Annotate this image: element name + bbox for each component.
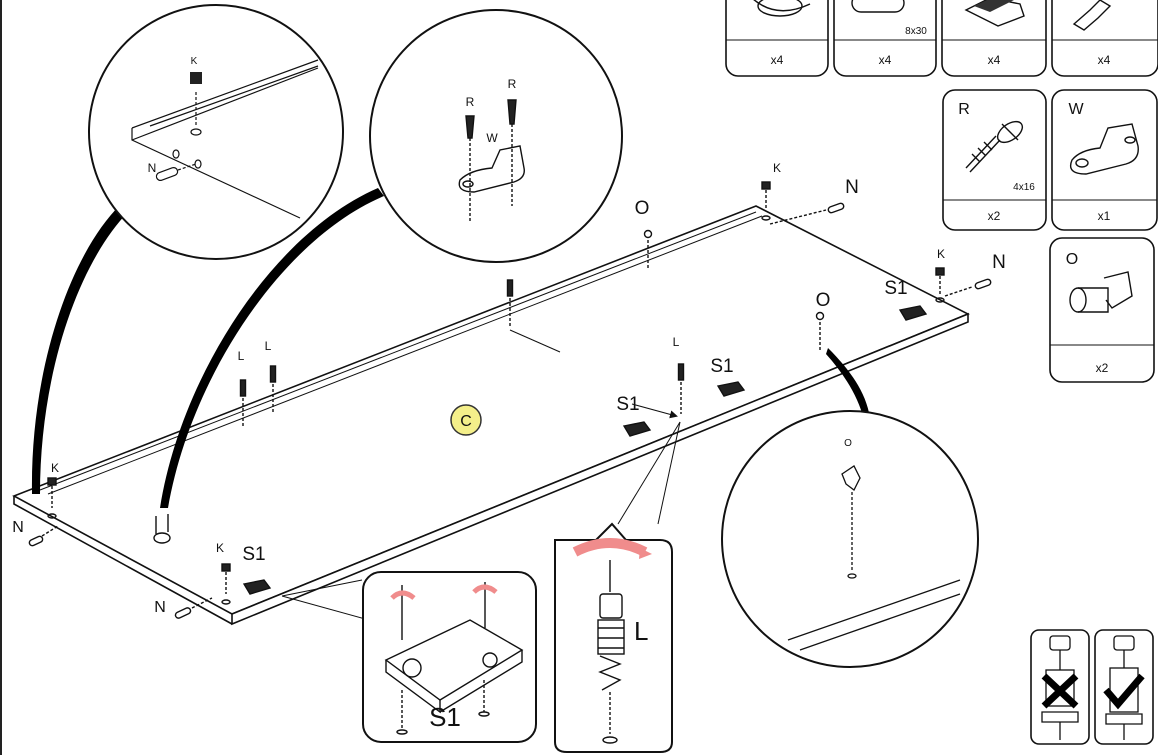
detail-box-bolt: L (554, 522, 673, 753)
part-card-top-4: x4 (1051, 0, 1158, 77)
hinge-s1-right (716, 381, 746, 397)
detail-w-label: W (486, 131, 498, 145)
panel-label-c: C (450, 404, 482, 436)
callout-labels: K N K S1 N L L L S1 S1 O O K N K N S1 (12, 161, 1006, 616)
label-k-back: K (773, 161, 781, 175)
support-o-2 (815, 311, 825, 350)
part-count: x4 (988, 53, 1001, 67)
bolt-l-3 (677, 363, 685, 414)
parts-list: x4 8x30 x4 x4 x4 R (725, 0, 1158, 383)
detail-r-label-2: R (508, 77, 517, 91)
bracket-w-board (153, 514, 171, 544)
part-count: x2 (1096, 361, 1109, 375)
part-count: x4 (771, 53, 784, 67)
bolt-check-wrong (1030, 629, 1090, 745)
bolt-l-1 (239, 379, 247, 426)
bolt-check-right (1094, 629, 1154, 745)
leader-curve-left (31, 205, 130, 494)
detail-o-label: O (844, 438, 852, 449)
label-s1-mid: S1 (616, 394, 639, 415)
label-s1-front: S1 (242, 544, 265, 565)
cam-k-front (221, 563, 231, 605)
bolt-l-4 (506, 279, 514, 328)
label-k-right: K (937, 247, 945, 261)
label-l-2: L (265, 339, 272, 353)
bolt-l-2 (269, 365, 277, 412)
label-l-3: L (673, 335, 680, 349)
cam-k-back (761, 181, 771, 221)
hinge-s1-mid (622, 421, 652, 437)
part-letter: R (958, 101, 970, 118)
fittings (28, 181, 992, 629)
part-size: 8x30 (905, 26, 927, 37)
part-count: x4 (879, 53, 892, 67)
dowel-n-front (174, 597, 213, 619)
label-n-back: N (845, 177, 859, 198)
label-k-left: K (51, 461, 59, 475)
part-letter: W (1068, 101, 1084, 118)
detail-circle-bracket: R R W (369, 9, 623, 263)
part-card-top-1: x4 (725, 0, 829, 77)
panel-label-text: C (460, 413, 472, 430)
part-size: 4x16 (1013, 182, 1035, 193)
check-mark-icon (1103, 673, 1145, 710)
part-letter: O (1066, 251, 1078, 268)
cam-k-left (47, 477, 57, 519)
dowel-n-right (944, 278, 992, 297)
hinge-s1-back (898, 305, 928, 321)
label-l-1: L (238, 349, 245, 363)
support-o-1 (643, 229, 653, 268)
part-card-top-2: 8x30 x4 (833, 0, 937, 77)
label-n-right: N (992, 252, 1006, 273)
detail-circle-support: O (721, 410, 979, 668)
bolt-check-panels (1030, 629, 1154, 745)
panel-board (12, 205, 970, 626)
cross-mark-icon (1041, 673, 1079, 709)
label-n-left: N (12, 519, 24, 536)
dowel-n-back (769, 202, 845, 225)
cam-k-right (935, 267, 945, 303)
detail-hinge-label: S1 (429, 702, 461, 732)
detail-r-label-1: R (466, 95, 475, 109)
part-count: x4 (1098, 53, 1111, 67)
label-o-2: O (816, 290, 831, 311)
part-card-r: R 4x16 x2 (942, 89, 1047, 231)
part-card-top-3: x4 (941, 0, 1047, 77)
part-count: x2 (988, 209, 1001, 223)
leader-curve-right (826, 348, 870, 420)
dowel-n-left (28, 525, 59, 547)
detail-bolt-label: L (634, 616, 648, 646)
detail-circle-cam: K N (88, 4, 344, 260)
detail-cam-k-label: K (191, 56, 198, 67)
label-o-1: O (635, 198, 650, 219)
label-s1-right: S1 (710, 356, 733, 377)
label-s1-back: S1 (884, 278, 907, 299)
part-card-o: O x2 (1049, 237, 1155, 383)
hinge-s1-front (242, 579, 272, 595)
detail-box-hinge: S1 (362, 571, 537, 743)
label-k-front: K (216, 541, 224, 555)
part-count: x1 (1098, 209, 1111, 223)
detail-cam-n-label: N (148, 161, 157, 175)
label-n-front: N (154, 599, 166, 616)
part-card-w: W x1 (1051, 89, 1158, 231)
